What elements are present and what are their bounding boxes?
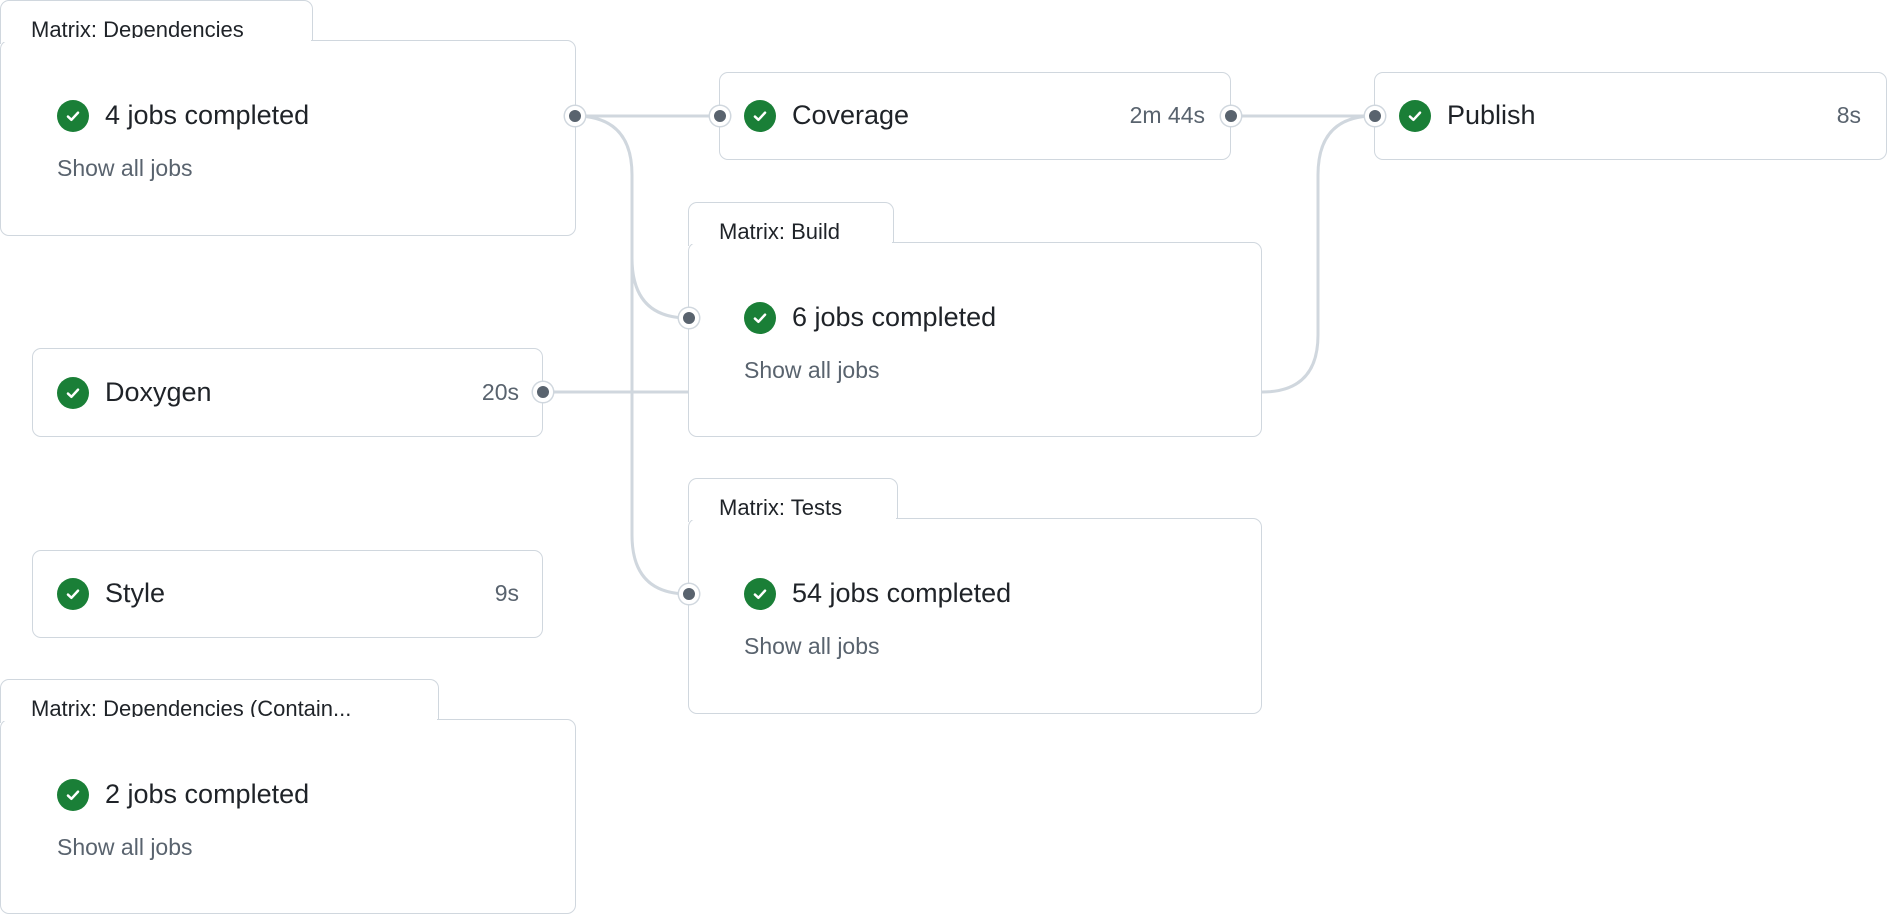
connector-dependencies-tests <box>630 258 689 596</box>
job-name-coverage: Coverage <box>792 100 910 130</box>
job-card-coverage[interactable] <box>719 72 1231 160</box>
job-name-style: Style <box>105 578 166 608</box>
job-duration-coverage: 2m 44s <box>1129 102 1205 128</box>
connector-build-publish <box>1261 114 1375 394</box>
check-circle-icon <box>57 578 89 610</box>
input-port-build[interactable] <box>679 308 699 328</box>
group-title: Matrix: Build <box>719 219 841 244</box>
group-title: Matrix: Dependencies <box>31 17 244 42</box>
output-port-coverage[interactable] <box>1221 106 1241 126</box>
input-port-coverage[interactable] <box>710 106 730 126</box>
group-tab-dependencies: Matrix: Dependencies <box>0 0 313 44</box>
job-name-doxygen: Doxygen <box>105 377 212 407</box>
group-tab-build: Matrix: Build <box>688 202 894 246</box>
job-card-style[interactable] <box>32 550 543 638</box>
show-all-jobs-link[interactable]: Show all jobs <box>744 633 880 659</box>
job-duration-publish: 8s <box>1836 102 1861 128</box>
check-circle-icon <box>744 578 776 610</box>
check-circle-icon <box>744 302 776 334</box>
check-circle-icon <box>57 779 89 811</box>
job-name-publish: Publish <box>1447 100 1536 130</box>
output-port-dependencies[interactable] <box>565 106 585 126</box>
group-summary-dependencies-container: 2 jobs completed <box>105 779 310 809</box>
group-summary-build: 6 jobs completed <box>792 302 997 332</box>
check-circle-icon <box>57 377 89 409</box>
group-card-dependencies-container[interactable] <box>0 719 576 914</box>
group-tab-dependencies-container: Matrix: Dependencies (Contain... <box>0 679 439 723</box>
group-title: Matrix: Tests <box>719 495 843 520</box>
group-title: Matrix: Dependencies (Contain... <box>31 696 352 721</box>
group-card-dependencies[interactable] <box>0 40 576 236</box>
group-card-tests[interactable] <box>688 518 1262 714</box>
job-card-publish[interactable] <box>1374 72 1887 160</box>
show-all-jobs-link[interactable]: Show all jobs <box>744 357 880 383</box>
show-all-jobs-link[interactable]: Show all jobs <box>57 155 193 181</box>
job-card-doxygen[interactable] <box>32 348 543 437</box>
input-port-publish[interactable] <box>1365 106 1385 126</box>
group-card-build[interactable] <box>688 242 1262 437</box>
check-circle-icon <box>1399 100 1431 132</box>
check-circle-icon <box>744 100 776 132</box>
connector-dependencies-build <box>574 114 689 320</box>
job-duration-style: 9s <box>494 580 519 606</box>
input-port-tests[interactable] <box>679 584 699 604</box>
job-duration-doxygen: 20s <box>481 379 519 405</box>
show-all-jobs-link[interactable]: Show all jobs <box>57 834 193 860</box>
check-circle-icon <box>57 100 89 132</box>
output-port-doxygen[interactable] <box>533 382 553 402</box>
group-tab-tests: Matrix: Tests <box>688 478 898 522</box>
group-summary-tests: 54 jobs completed <box>792 578 1012 608</box>
group-summary-dependencies: 4 jobs completed <box>105 100 310 130</box>
